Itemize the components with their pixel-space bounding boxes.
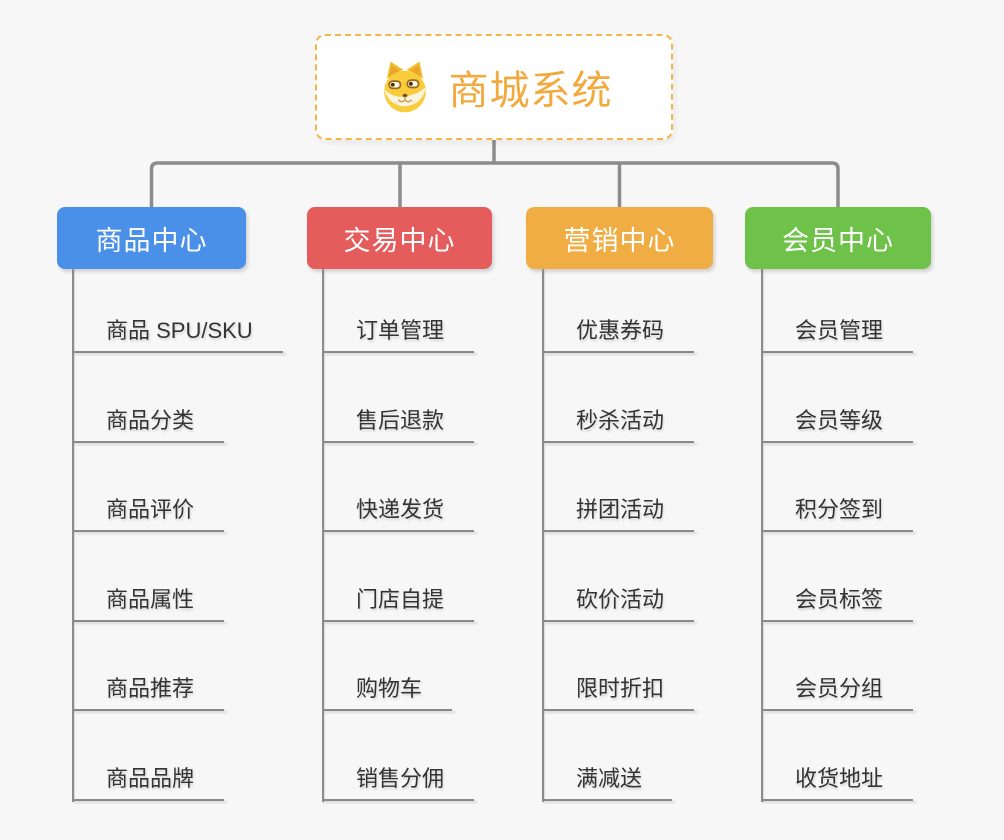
leaf-node-aftersale-refund[interactable]: 售后退款 (322, 353, 475, 443)
leaf-node-shipping-address[interactable]: 收货地址 (761, 711, 914, 801)
leaf-node-product-brand[interactable]: 商品品牌 (72, 711, 225, 801)
branch-node-marketing-center[interactable]: 营销中心 (526, 207, 713, 269)
branch-children-trade: 订单管理 售后退款 快递发货 门店自提 购物车 销售分佣 (322, 269, 475, 801)
branch-node-member-center[interactable]: 会员中心 (745, 207, 931, 269)
leaf-node-bargain-activity[interactable]: 砍价活动 (542, 532, 695, 622)
root-node[interactable]: 商城系统 (315, 34, 673, 140)
leaf-node-product-review[interactable]: 商品评价 (72, 443, 225, 532)
leaf-node-store-pickup[interactable]: 门店自提 (322, 532, 475, 622)
leaf-node-spend-and-save[interactable]: 满减送 (542, 711, 673, 801)
branch-node-trade-center[interactable]: 交易中心 (307, 207, 492, 269)
leaf-node-product-attribute[interactable]: 商品属性 (72, 532, 225, 622)
leaf-node-member-group[interactable]: 会员分组 (761, 622, 914, 711)
leaf-node-product-category[interactable]: 商品分类 (72, 353, 225, 443)
leaf-node-shopping-cart[interactable]: 购物车 (322, 622, 453, 711)
leaf-node-points-checkin[interactable]: 积分签到 (761, 443, 914, 532)
leaf-node-order-management[interactable]: 订单管理 (322, 269, 475, 353)
leaf-node-flash-sale[interactable]: 秒杀活动 (542, 353, 695, 443)
root-title: 商城系统 (448, 69, 613, 113)
branch-children-member: 会员管理 会员等级 积分签到 会员标签 会员分组 收货地址 (761, 269, 914, 801)
leaf-node-member-level[interactable]: 会员等级 (761, 353, 914, 443)
leaf-node-member-tag[interactable]: 会员标签 (761, 532, 914, 622)
leaf-node-group-buy[interactable]: 拼团活动 (542, 443, 695, 532)
leaf-node-coupon-code[interactable]: 优惠券码 (542, 269, 695, 353)
leaf-node-product-spu-sku[interactable]: 商品 SPU/SKU (72, 269, 283, 353)
leaf-node-product-recommend[interactable]: 商品推荐 (72, 622, 225, 711)
bus-line (149, 161, 840, 207)
leaf-node-express-delivery[interactable]: 快递发货 (322, 443, 475, 532)
branch-children-product: 商品 SPU/SKU 商品分类 商品评价 商品属性 商品推荐 商品品牌 (72, 269, 283, 801)
leaf-node-sales-commission[interactable]: 销售分佣 (322, 711, 475, 801)
branch-children-marketing: 优惠券码 秒杀活动 拼团活动 砍价活动 限时折扣 满减送 (542, 269, 695, 801)
branch-node-product-center[interactable]: 商品中心 (57, 207, 246, 269)
leaf-node-member-management[interactable]: 会员管理 (761, 269, 914, 353)
leaf-node-limited-time-discount[interactable]: 限时折扣 (542, 622, 695, 711)
doge-icon (383, 61, 426, 113)
